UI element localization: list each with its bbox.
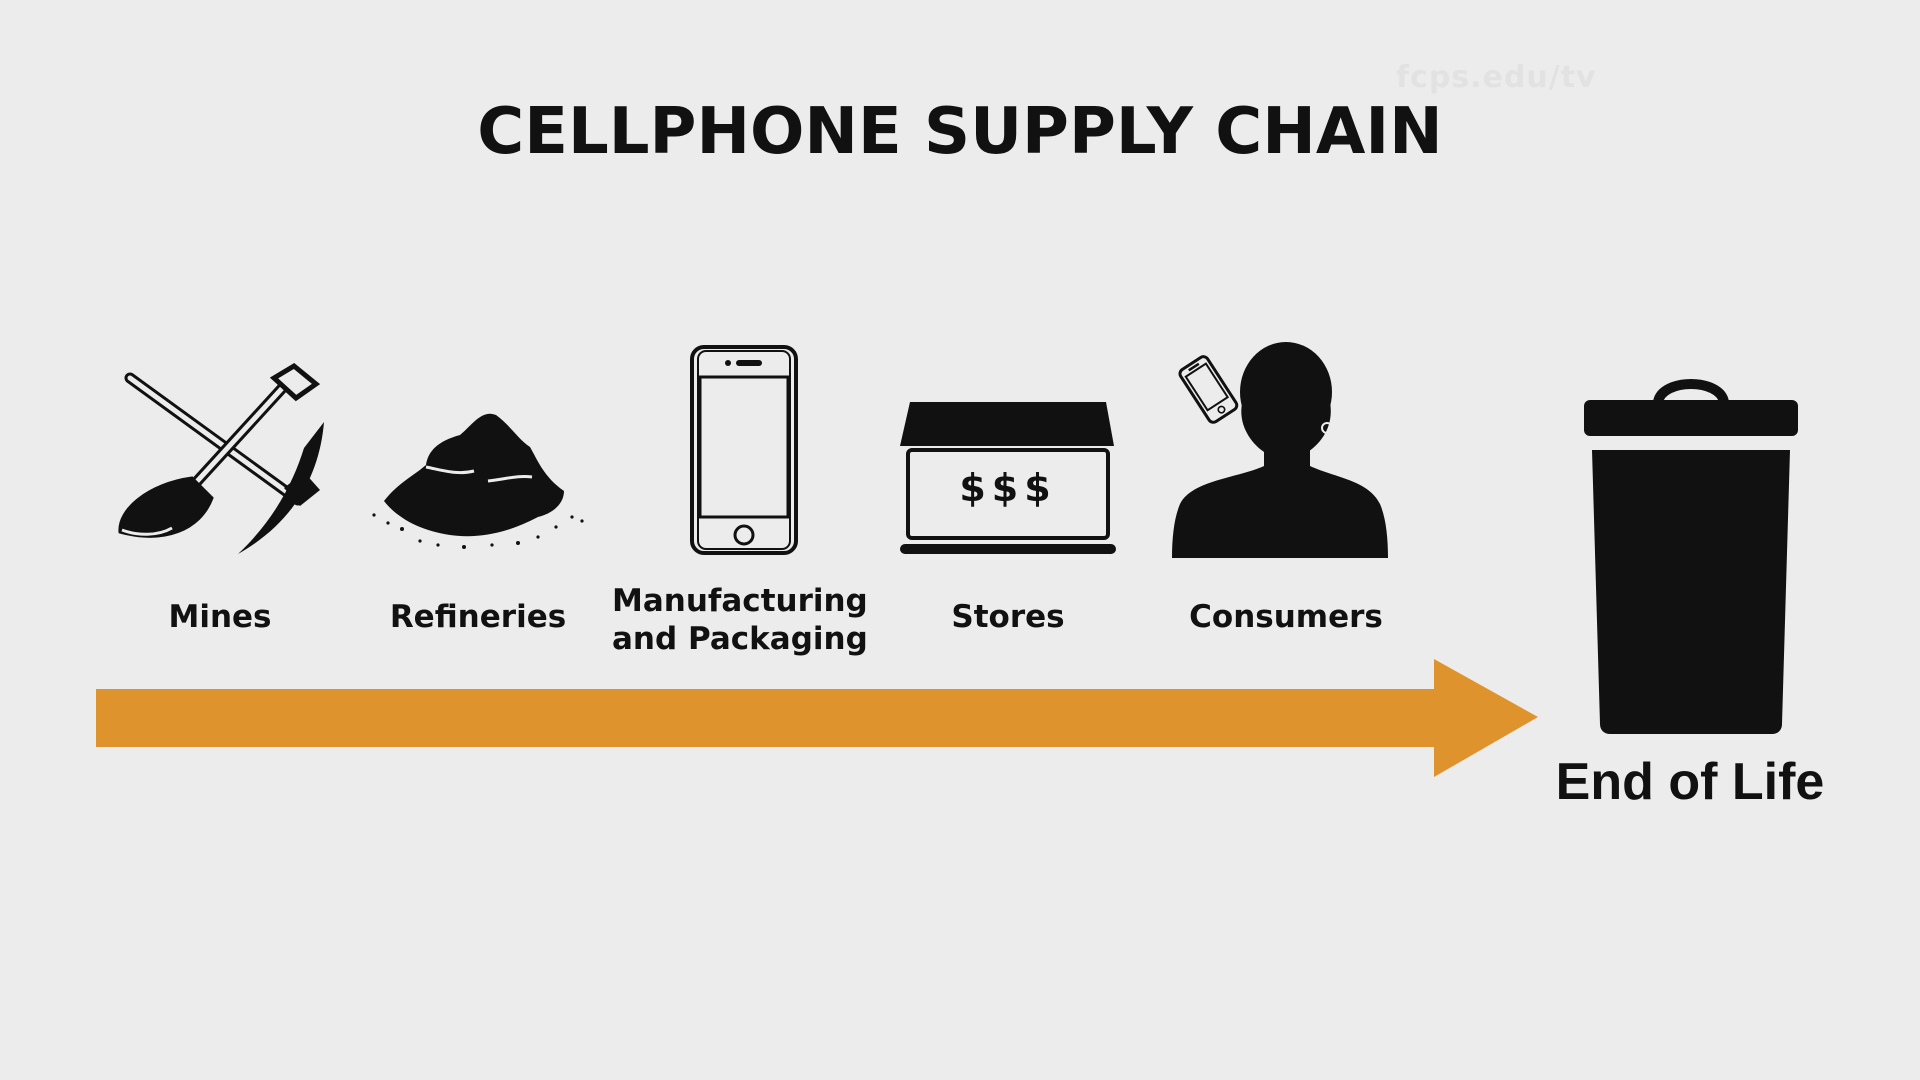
stage-label-stores: Stores — [951, 599, 1065, 635]
stage-label-consumers: Consumers — [1189, 599, 1383, 635]
pickaxe-shovel-icon — [118, 362, 324, 554]
trash-can-icon — [1584, 379, 1798, 734]
person-with-phone-icon — [1172, 342, 1388, 558]
smartphone-icon — [690, 345, 798, 555]
page-title: CELLPHONE SUPPLY CHAIN — [477, 95, 1443, 169]
flow-arrow — [96, 659, 1538, 777]
storefront-icon — [900, 402, 1116, 554]
ore-pile-icon — [372, 413, 584, 549]
store-sign: $$$ — [959, 466, 1057, 510]
end-of-life-label: End of Life — [1555, 753, 1825, 811]
stage-label-refineries: Refineries — [389, 599, 567, 635]
stage-label-mines: Mines — [168, 599, 272, 635]
stage-label-manufacturing: Manufacturing and Packaging — [612, 583, 868, 657]
watermark: fcps.edu/tv — [1396, 60, 1597, 95]
